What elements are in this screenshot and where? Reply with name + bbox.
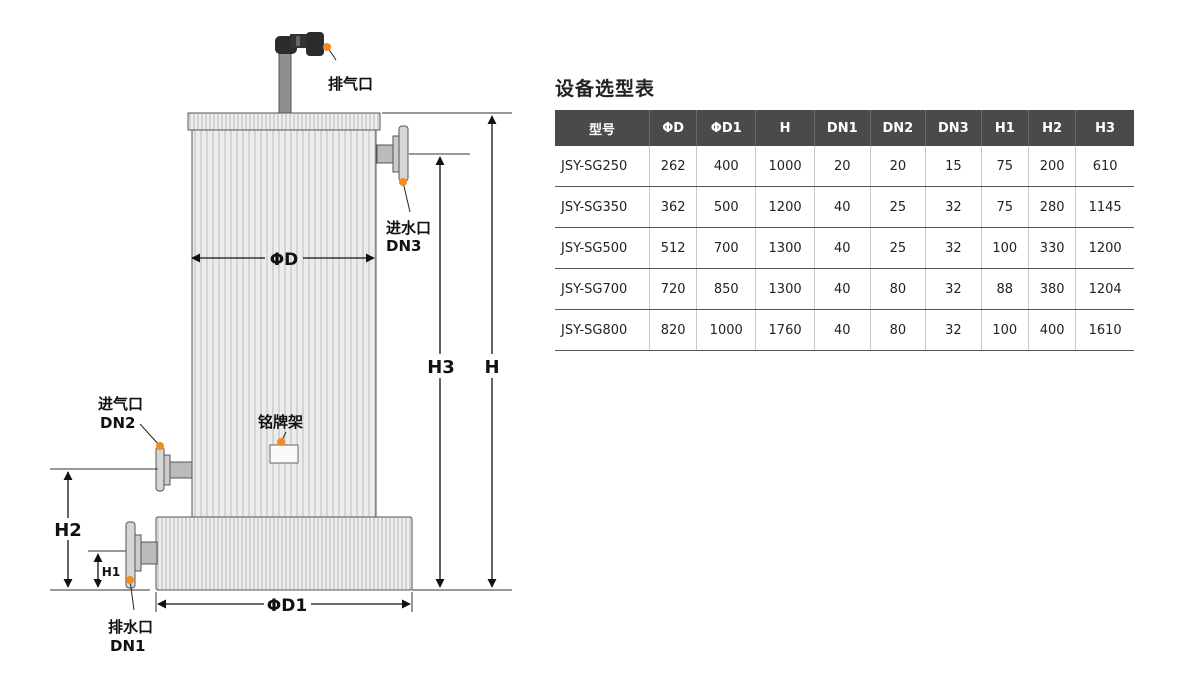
table-cell: 1300 xyxy=(755,227,815,269)
col-header: ΦD xyxy=(648,110,697,146)
table-cell: 330 xyxy=(1027,227,1076,269)
col-header: DN3 xyxy=(925,110,982,146)
table-cell: 200 xyxy=(1027,146,1076,187)
table-cell: 20 xyxy=(814,146,871,187)
table-cell: 80 xyxy=(869,268,926,310)
table-cell: 75 xyxy=(980,186,1029,228)
drain-code: DN1 xyxy=(110,637,145,655)
table-cell: 32 xyxy=(925,268,982,310)
dim-h1-label: H1 xyxy=(102,565,120,579)
table-cell: 1000 xyxy=(696,309,756,351)
top-lid xyxy=(187,112,381,131)
table-header-row: 型号 ΦD ΦD1 H DN1 DN2 DN3 H1 H2 H3 xyxy=(555,110,1134,146)
table-cell: 40 xyxy=(814,268,871,310)
table-cell: 280 xyxy=(1027,186,1076,228)
col-header: H1 xyxy=(980,110,1029,146)
table-cell: 100 xyxy=(980,309,1029,351)
table-cell: 40 xyxy=(814,227,871,269)
col-header: H3 xyxy=(1075,110,1134,146)
table-cell: 25 xyxy=(869,186,926,228)
spec-table: 型号 ΦD ΦD1 H DN1 DN2 DN3 H1 H2 H3 JSY-SG2… xyxy=(555,110,1134,351)
table-cell: 1145 xyxy=(1075,186,1134,228)
cell-model: JSY-SG500 xyxy=(555,227,650,269)
table-cell: 700 xyxy=(696,227,756,269)
air-inlet-flange xyxy=(155,446,193,492)
table-cell: 1000 xyxy=(755,146,815,187)
table-row: JSY-SG700 720 850 1300 40 80 32 88 380 1… xyxy=(555,268,1134,310)
table-cell: 1200 xyxy=(755,186,815,228)
nameplate-holder xyxy=(269,444,299,464)
table-cell: 512 xyxy=(648,227,697,269)
cell-model: JSY-SG800 xyxy=(555,309,650,351)
water-inlet-code: DN3 xyxy=(386,237,421,255)
table-cell: 80 xyxy=(869,309,926,351)
table-cell: 720 xyxy=(648,268,697,310)
table-cell: 32 xyxy=(925,186,982,228)
equipment-diagram: 排气口 进水口 DN3 进气口 DN2 排水口 DN1 铭牌架 ΦD ΦD1 H… xyxy=(50,32,512,655)
dim-d1-label: ΦD1 xyxy=(267,596,307,616)
drain-flange xyxy=(125,521,158,589)
water-inlet-flange xyxy=(376,125,409,182)
drain-label: 排水口 xyxy=(108,618,153,636)
col-header: DN1 xyxy=(814,110,871,146)
dim-h-label: H xyxy=(484,357,499,378)
table-cell: 75 xyxy=(980,146,1029,187)
table-cell: 40 xyxy=(814,186,871,228)
callout-leaders xyxy=(129,47,411,611)
table-cell: 88 xyxy=(980,268,1029,310)
table-cell: 610 xyxy=(1075,146,1134,187)
table-row: JSY-SG250 262 400 1000 20 20 15 75 200 6… xyxy=(555,146,1134,187)
table-cell: 1200 xyxy=(1075,227,1134,269)
table-cell: 820 xyxy=(648,309,697,351)
table-row: JSY-SG500 512 700 1300 40 25 32 100 330 … xyxy=(555,227,1134,269)
table-cell: 850 xyxy=(696,268,756,310)
cell-model: JSY-SG350 xyxy=(555,186,650,228)
table-cell: 20 xyxy=(869,146,926,187)
table-cell: 400 xyxy=(1027,309,1076,351)
table-cell: 380 xyxy=(1027,268,1076,310)
table-cell: 262 xyxy=(648,146,697,187)
col-header: 型号 xyxy=(555,110,650,146)
table-cell: 25 xyxy=(869,227,926,269)
water-inlet-label: 进水口 xyxy=(386,219,431,237)
col-header: H2 xyxy=(1027,110,1076,146)
nameplate-label: 铭牌架 xyxy=(258,413,303,431)
table-cell: 1300 xyxy=(755,268,815,310)
table-cell: 100 xyxy=(980,227,1029,269)
table-cell: 32 xyxy=(925,227,982,269)
vent-label: 排气口 xyxy=(328,75,373,93)
air-inlet-label: 进气口 xyxy=(98,395,143,413)
col-header: ΦD1 xyxy=(696,110,756,146)
table-cell: 500 xyxy=(696,186,756,228)
table-cell: 1760 xyxy=(755,309,815,351)
table-row: JSY-SG350 362 500 1200 40 25 32 75 280 1… xyxy=(555,186,1134,228)
table-cell: 32 xyxy=(925,309,982,351)
table-row: JSY-SG800 820 1000 1760 40 80 32 100 400… xyxy=(555,309,1134,351)
col-header: H xyxy=(755,110,815,146)
callout-dots xyxy=(126,43,407,584)
dim-h2-label: H2 xyxy=(54,520,82,541)
air-inlet-code: DN2 xyxy=(100,414,135,432)
col-header: DN2 xyxy=(869,110,926,146)
table-cell: 400 xyxy=(696,146,756,187)
table-title: 设备选型表 xyxy=(555,78,656,100)
dim-h3-label: H3 xyxy=(427,357,455,378)
vent-pipe xyxy=(275,32,324,115)
dim-d-label: ΦD xyxy=(270,250,299,270)
cell-model: JSY-SG250 xyxy=(555,146,650,187)
table-cell: 1204 xyxy=(1075,268,1134,310)
cell-model: JSY-SG700 xyxy=(555,268,650,310)
table-cell: 1610 xyxy=(1075,309,1134,351)
table-cell: 15 xyxy=(925,146,982,187)
extension-lines xyxy=(50,112,512,612)
base xyxy=(155,516,413,591)
table-cell: 40 xyxy=(814,309,871,351)
table-cell: 362 xyxy=(648,186,697,228)
